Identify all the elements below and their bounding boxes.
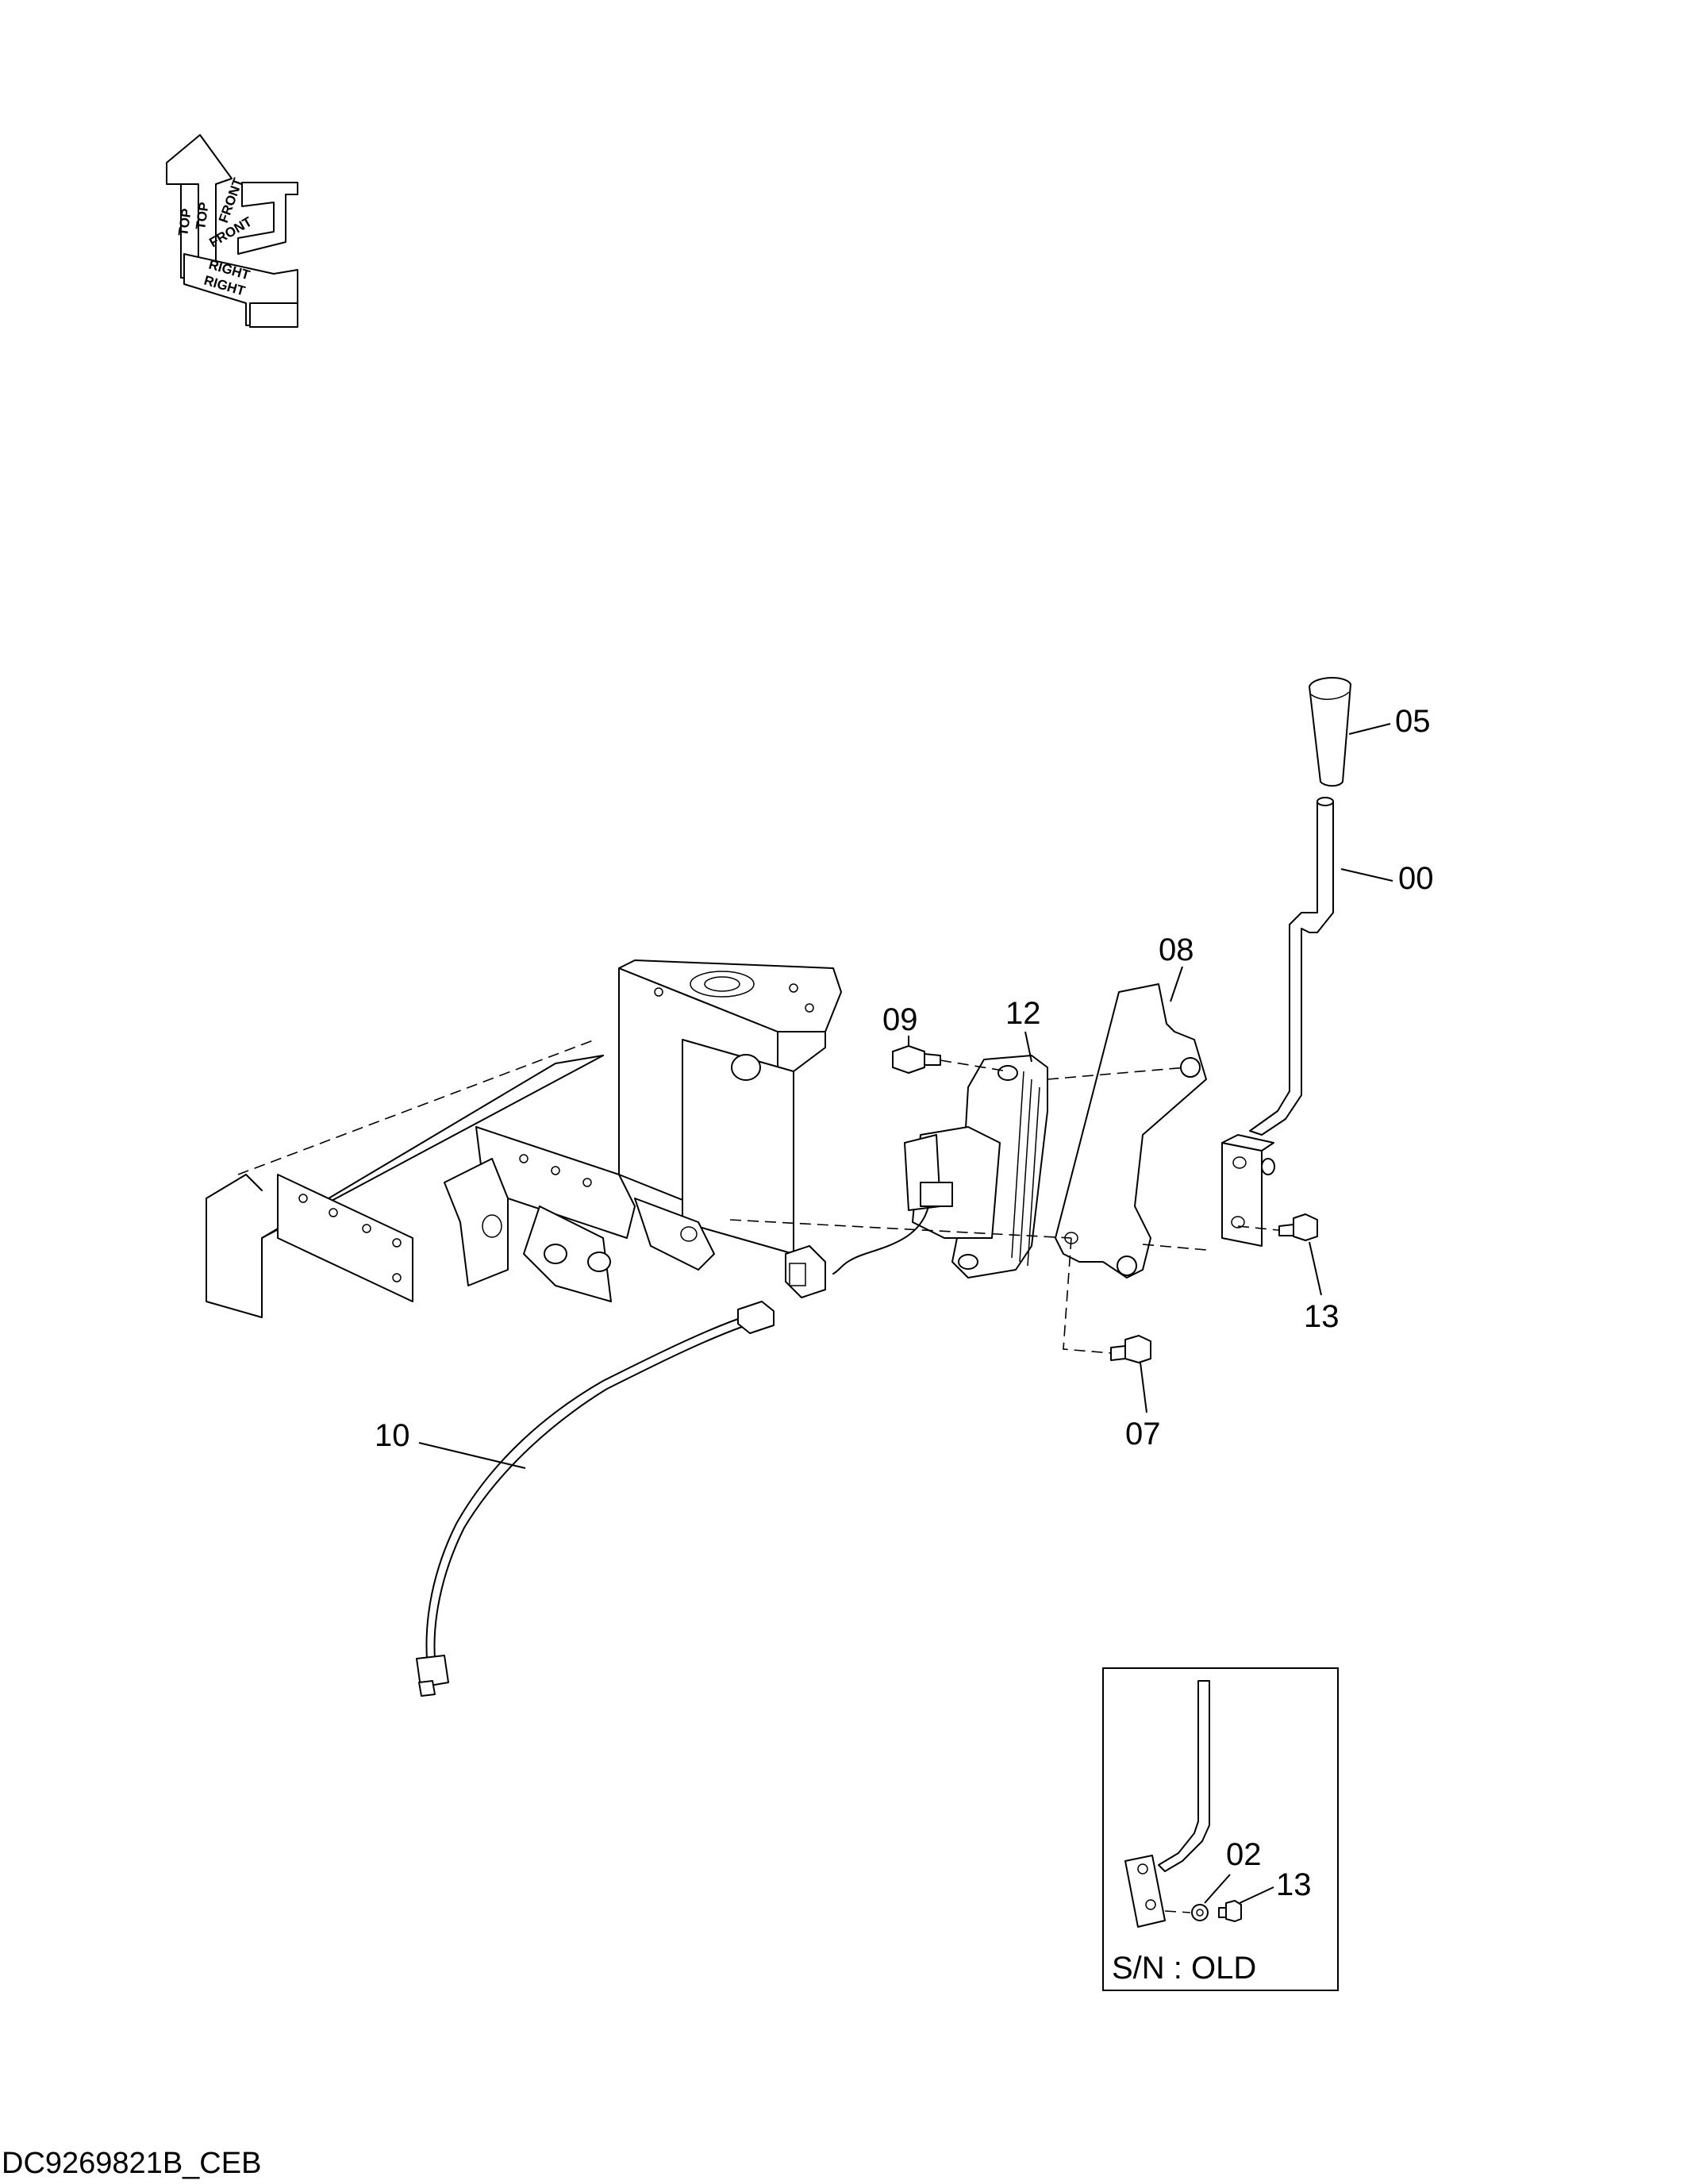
inset-old-serial: 02 13 S/N : OLD bbox=[1102, 1667, 1339, 1991]
part-08-plate bbox=[729, 983, 1207, 1354]
inset-frame bbox=[1102, 1667, 1339, 1991]
inset-caption: S/N : OLD bbox=[1112, 1951, 1256, 1986]
callout-05: 05 bbox=[1395, 704, 1431, 739]
callout-07: 07 bbox=[1125, 1417, 1161, 1452]
leader-08 bbox=[1170, 966, 1183, 1002]
part-07-bolt bbox=[1110, 1335, 1151, 1363]
front-arrow-shape bbox=[237, 182, 298, 255]
leader-05 bbox=[1348, 723, 1391, 735]
leader-12 bbox=[1024, 1031, 1032, 1063]
callout-00: 00 bbox=[1398, 861, 1434, 896]
part-02-washer bbox=[1191, 1904, 1209, 1921]
part-05-knob bbox=[1309, 677, 1351, 787]
callout-10: 10 bbox=[375, 1418, 410, 1453]
leader-lines bbox=[418, 723, 1393, 1469]
frame-bracket-assembly bbox=[206, 959, 842, 1318]
inset-leader-13 bbox=[1239, 1886, 1274, 1904]
part-09-bolt bbox=[892, 1045, 1009, 1074]
part-13-bolt bbox=[1237, 1213, 1318, 1241]
inset-leader-02 bbox=[1204, 1874, 1231, 1904]
part-12-switch-unit bbox=[832, 1055, 1048, 1278]
inset-callout-13: 13 bbox=[1276, 1867, 1312, 1902]
inset-callout-02: 02 bbox=[1226, 1837, 1262, 1872]
leader-13 bbox=[1309, 1241, 1322, 1296]
orientation-top-label: TOP bbox=[175, 208, 194, 237]
orientation-top-label-2: TOP bbox=[193, 202, 212, 231]
callout-09: 09 bbox=[882, 1002, 918, 1037]
callout-13: 13 bbox=[1304, 1299, 1340, 1334]
part-10-harness bbox=[416, 1245, 826, 1697]
document-code: DC9269821B_CEB bbox=[2, 2147, 261, 2180]
orientation-indicator: TOP TOP FRONT FRONT RIGHT RIGHT bbox=[166, 134, 298, 328]
inset-part-13-bolt bbox=[1225, 1900, 1242, 1922]
callout-12: 12 bbox=[1005, 996, 1041, 1031]
callout-labels: 05 00 08 12 09 13 07 10 bbox=[375, 704, 1434, 1453]
leader-07 bbox=[1140, 1362, 1147, 1413]
leader-10 bbox=[418, 1442, 526, 1469]
leader-00 bbox=[1340, 868, 1393, 882]
callout-08: 08 bbox=[1159, 932, 1194, 967]
part-00-lever bbox=[1221, 797, 1334, 1247]
